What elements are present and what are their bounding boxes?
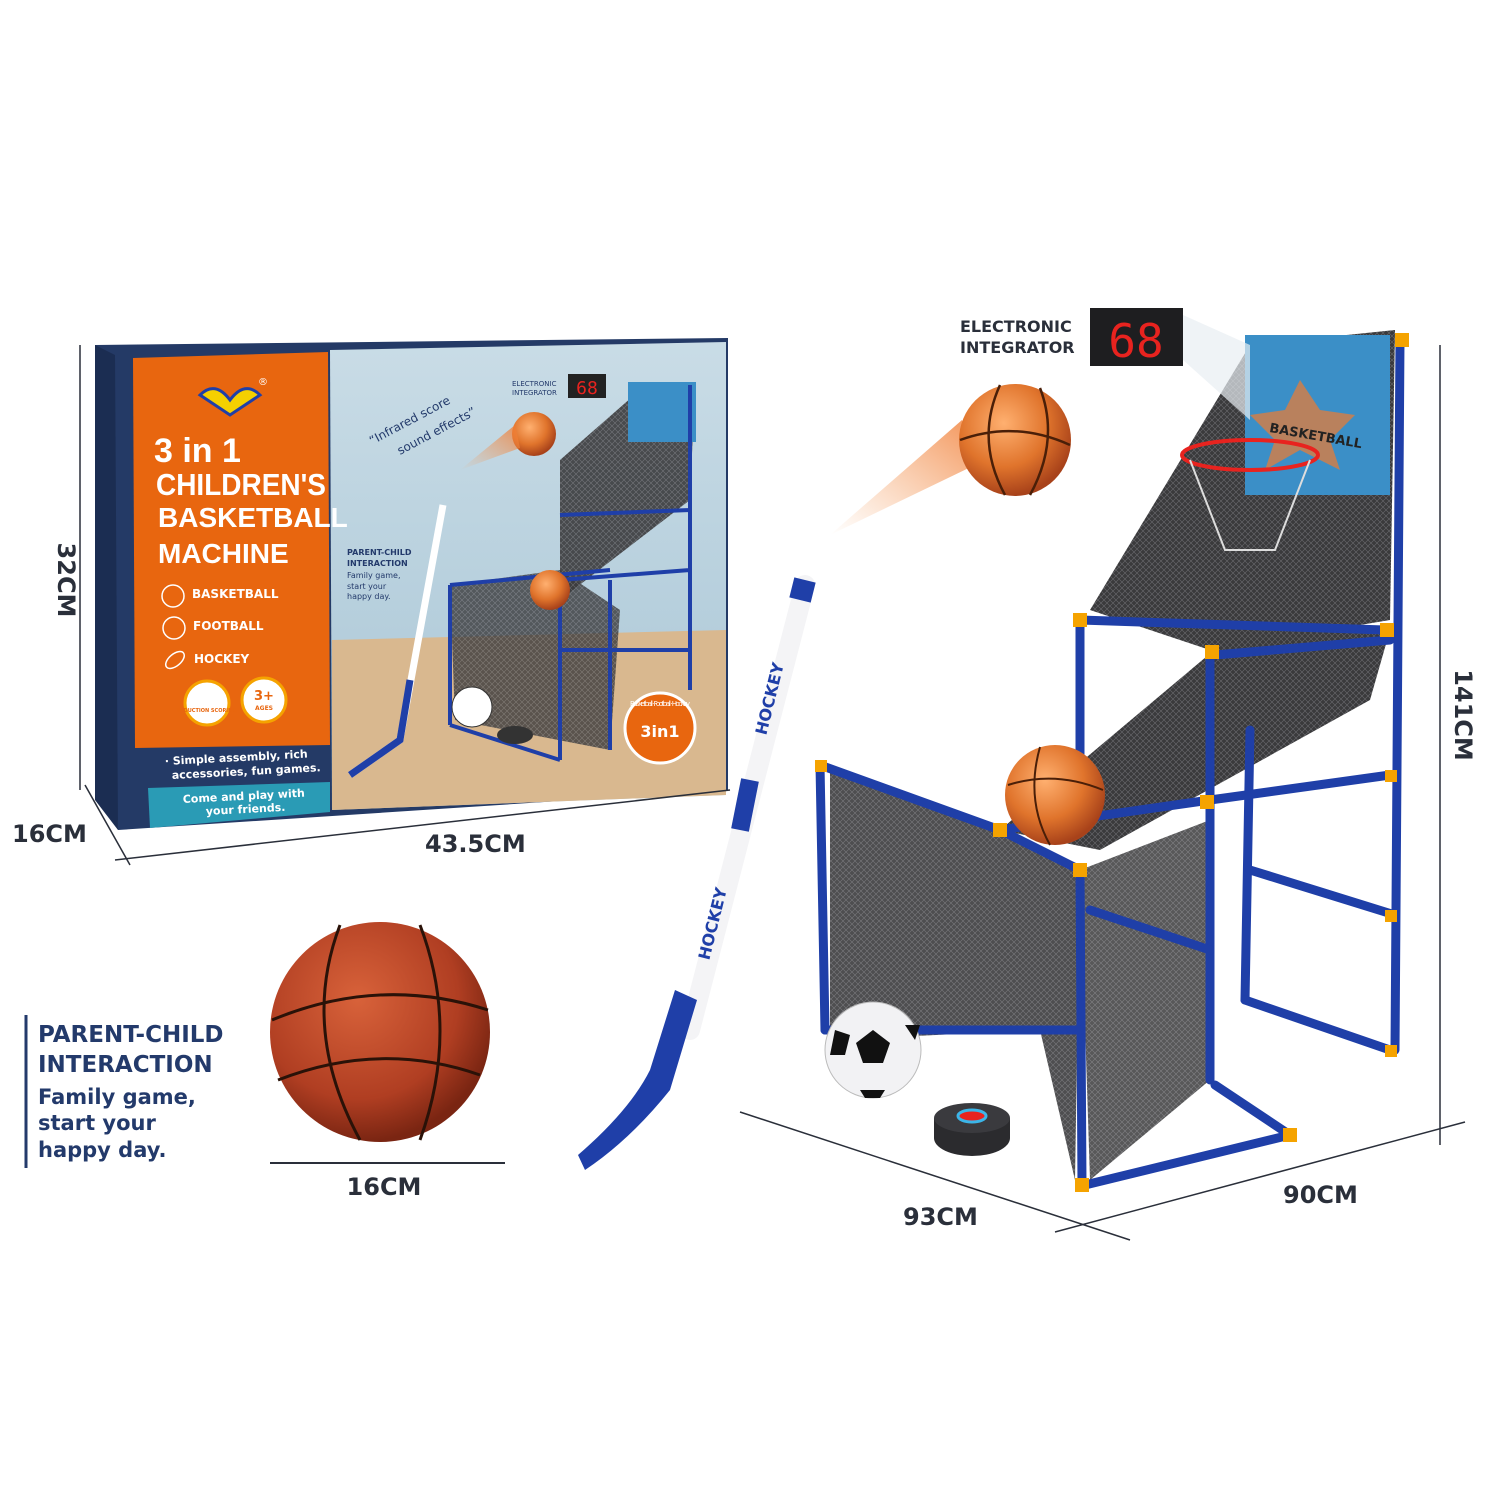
feature-label: BASKETBALL [192,587,279,601]
motion-trail [830,420,975,535]
score-value: 68 [1108,314,1163,368]
box-depth-label: 16CM [12,820,87,848]
induction-badge [183,679,231,727]
frame-joints [815,333,1409,1192]
age-badge [240,676,288,724]
feature-label: FOOTBALL [193,619,264,633]
box-title-line: 3 in 1 [154,432,241,470]
box-title-line: CHILDREN'S [156,468,326,503]
machine-depth-label: 93CM [903,1203,978,1231]
ball-diameter-label: 16CM [347,1173,422,1201]
box-3in1-stamp: Basketball · Football · Hockey 3in1 [623,691,697,765]
parent-child-heading: INTERACTION [38,1052,213,1078]
basketball-machine: BASKETBALL [815,330,1409,1192]
frame-tubes [815,335,1405,1190]
stamp-ring-text: Basketball · Football · Hockey [630,700,690,708]
parent-child-text: Family game, [347,571,401,580]
integrator-label: ELECTRONIC [512,380,557,388]
hockey-puck-icon [164,650,186,670]
brand-logo: ® [197,377,268,417]
box-cta: Come and play with [182,787,305,806]
display-light-beam [1183,315,1250,420]
machine-height-label: 141CM [1449,669,1477,761]
svg-text:®: ® [258,377,268,388]
box-cta: your friends. [205,801,285,818]
score-display [1090,308,1183,366]
integrator-label: ELECTRONIC [960,317,1072,336]
parent-child-text: PARENT-CHILD [347,548,412,557]
parent-child-body: start your [38,1111,156,1135]
box-teal-strip [148,782,330,828]
box-title-line: BASKETBALL [158,502,348,533]
integrator-label: INTEGRATOR [960,338,1075,357]
parent-child-heading: PARENT-CHILD [38,1022,224,1048]
score-display [568,374,606,398]
box-orange-panel [133,352,330,748]
hockey-puck-accessory [934,1103,1010,1156]
score-value: 68 [576,378,598,399]
integrator-label: INTEGRATOR [512,389,557,397]
parent-child-text: happy day. [347,592,391,601]
machine-width-label: 90CM [1283,1181,1358,1209]
football-accessory [824,1001,922,1099]
stamp-center-text: 3in1 [640,722,679,741]
machine-ball [1005,745,1105,845]
basketball-icon [161,584,185,608]
football-icon [162,616,186,640]
parent-child-body: Family game, [38,1085,196,1109]
hoop-net [1189,459,1311,551]
hoop-rim [1180,438,1320,472]
feature-label: HOCKEY [194,652,250,666]
flying-basketball [959,384,1071,496]
box-height-label: 32CM [52,543,80,618]
age-badge-text: 3+ [254,689,274,704]
age-badge-sub: AGES [255,705,273,712]
box-title-line: MACHINE [158,538,289,569]
parent-child-text: start your [347,582,387,591]
machine-dimension-lines [739,345,1466,1241]
box-width-label: 43.5CM [425,830,526,858]
box-machine-illustration [347,382,696,778]
basketball-accessory [270,922,490,1142]
induction-badge-text: INDUCTION SCORING [178,708,237,714]
parent-child-text: INTERACTION [347,559,408,568]
product-box: ® 3 in 1 CHILDREN'S BASKETBALL MACHINE B… [95,338,728,830]
parent-child-body: happy day. [38,1138,166,1162]
box-title: 3 in 1 CHILDREN'S BASKETBALL MACHINE [154,432,348,569]
box-dimension-lines [79,345,731,866]
